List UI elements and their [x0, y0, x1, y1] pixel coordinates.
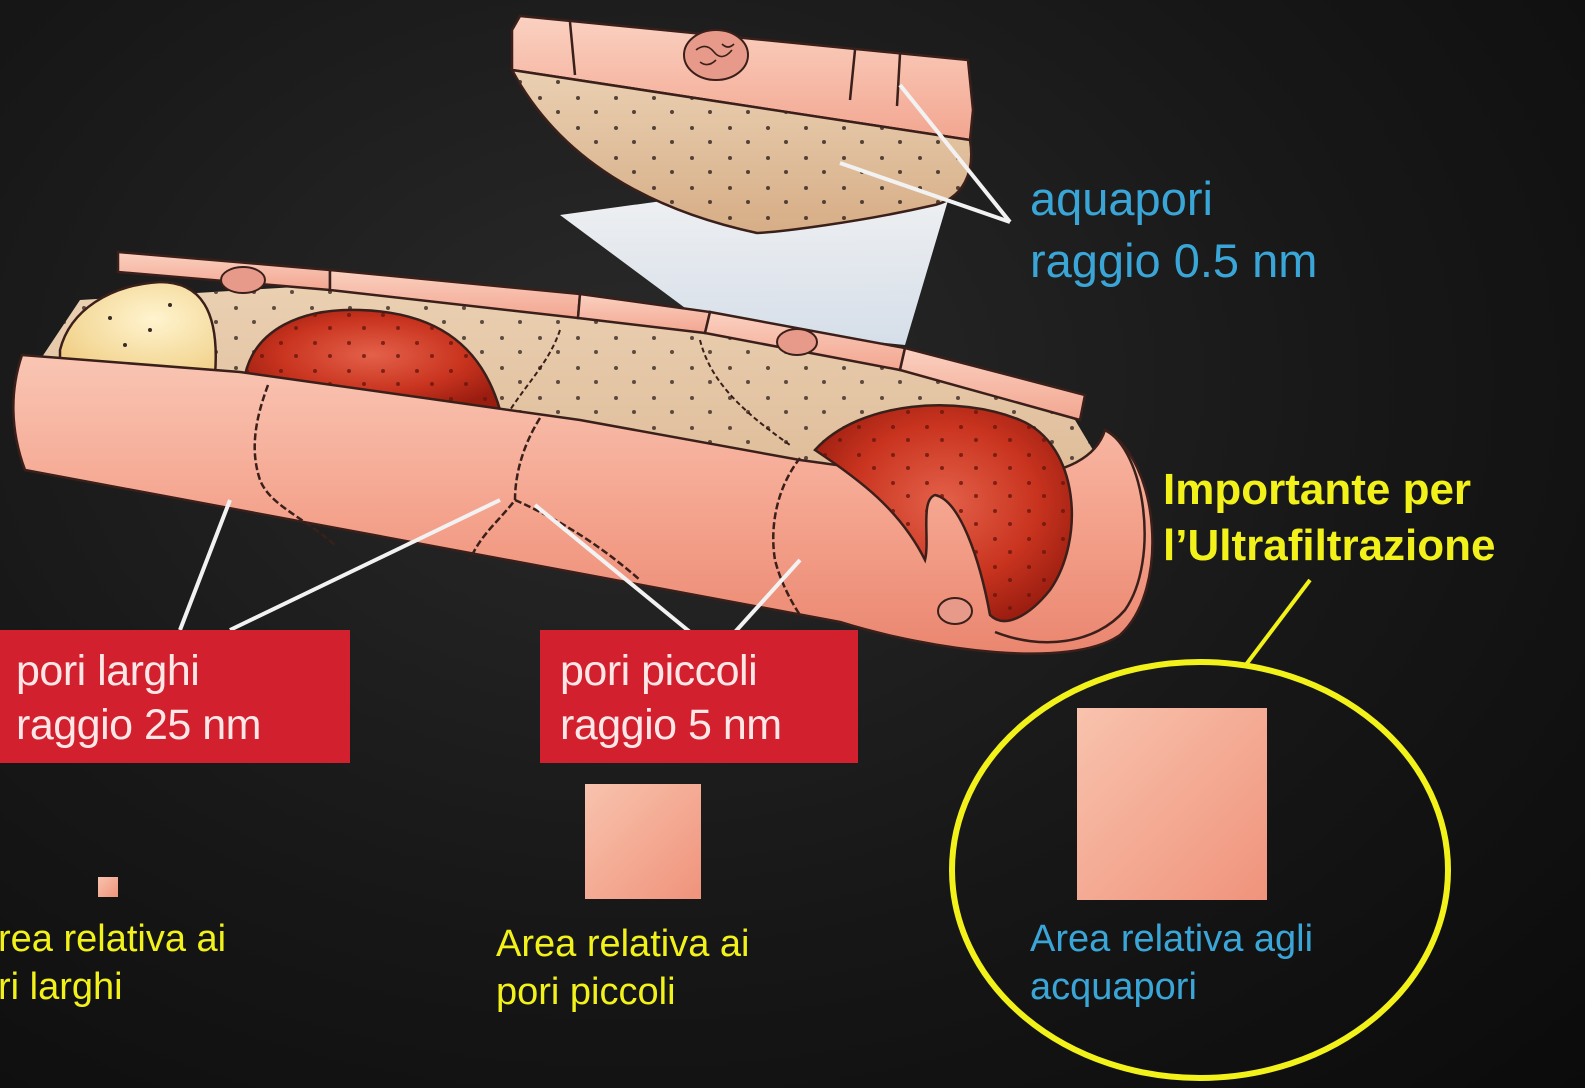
aquapori-label-line2: raggio 0.5 nm [1030, 230, 1317, 292]
pori-piccoli-line2: raggio 5 nm [560, 698, 858, 752]
nucleus [777, 329, 817, 355]
pori-larghi-line2: raggio 25 nm [16, 698, 350, 752]
area-piccoli-label: Area relativa ai pori piccoli [496, 920, 749, 1016]
aquapori-label-line1: aquapori [1030, 168, 1317, 230]
area-piccoli-line1: Area relativa ai [496, 920, 749, 968]
nucleus [938, 598, 972, 624]
yellow-pointer [1245, 580, 1310, 666]
area-acquapori-label: Area relativa agli acquapori [1030, 915, 1313, 1011]
pori-larghi-box: pori larghi raggio 25 nm [0, 630, 350, 763]
area-piccoli-line2: pori piccoli [496, 968, 749, 1016]
importante-label: Importante per l’Ultrafiltrazione [1163, 462, 1496, 574]
pori-larghi-line1: pori larghi [16, 644, 350, 698]
capillary-tube [13, 252, 1152, 654]
magnified-endothelium [512, 16, 973, 233]
aquapori-label: aquapori raggio 0.5 nm [1030, 168, 1317, 292]
area-square-acquapori [1077, 708, 1267, 900]
area-larghi-line2: ri larghi [0, 963, 226, 1011]
nucleus [221, 267, 265, 293]
area-larghi-line1: rea relativa ai [0, 915, 226, 963]
importante-label-line1: Importante per [1163, 462, 1496, 518]
importante-label-line2: l’Ultrafiltrazione [1163, 518, 1496, 574]
area-larghi-label: rea relativa ai ri larghi [0, 915, 226, 1011]
pori-piccoli-box: pori piccoli raggio 5 nm [540, 630, 858, 763]
area-square-pori-larghi [98, 877, 118, 897]
area-acquapori-line2: acquapori [1030, 963, 1313, 1011]
pori-piccoli-line1: pori piccoli [560, 644, 858, 698]
area-acquapori-line1: Area relativa agli [1030, 915, 1313, 963]
area-square-pori-piccoli [585, 784, 701, 899]
